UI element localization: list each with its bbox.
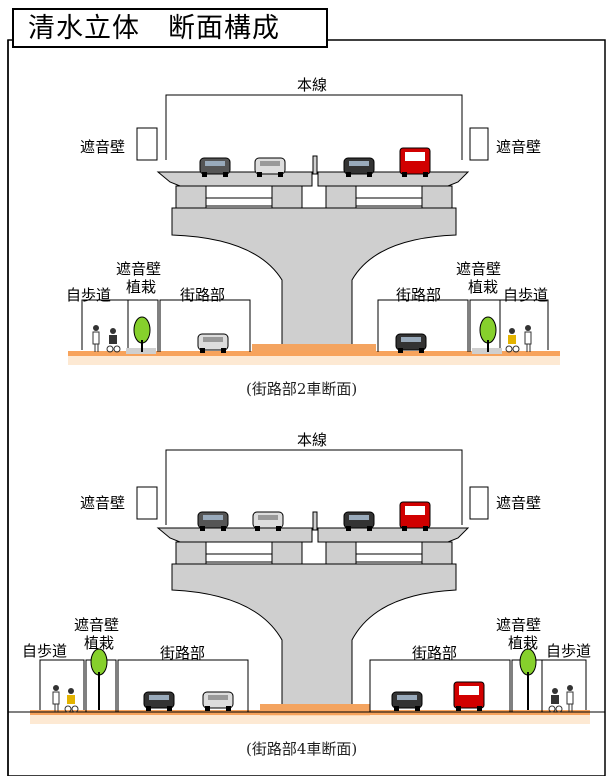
pedestrian-icon: [524, 325, 532, 352]
deck-right: [317, 171, 470, 187]
soundwall-left-mark: [136, 127, 158, 161]
right-road-label-2: 街路部: [412, 644, 458, 662]
right-sidewalk-label-2: 自歩道: [546, 642, 592, 660]
car-icon: [343, 511, 375, 531]
left-soundwall-label-2: 遮音壁: [74, 616, 120, 634]
car-icon: [197, 511, 229, 531]
tree-icon: [90, 648, 108, 710]
cyclist-icon: [548, 688, 563, 713]
deck-left: [156, 171, 313, 187]
left-road-label: 街路部: [180, 286, 226, 304]
tree-icon: [479, 316, 497, 352]
tree-icon: [519, 648, 537, 710]
caption-4-lane: (街路部4車断面): [246, 740, 358, 758]
left-sidewalk-label-2: 自歩道: [22, 642, 68, 660]
soundwall-left-label: 遮音壁: [80, 138, 126, 156]
cyclist-icon: [505, 328, 520, 353]
soundwall-left-label-2: 遮音壁: [80, 494, 126, 512]
pedestrian-icon: [566, 685, 574, 712]
caption-2-lane: (街路部2車断面): [246, 380, 358, 398]
left-soundwall-label: 遮音壁: [116, 260, 162, 278]
car-icon: [395, 333, 427, 353]
soundwall-right-label-2: 遮音壁: [496, 494, 542, 512]
right-road-label: 街路部: [396, 286, 442, 304]
right-sidewalk-label: 自歩道: [503, 286, 549, 304]
tree-icon: [133, 316, 151, 352]
page-title: 清水立体 断面構成: [28, 13, 280, 44]
soundwall-right-label: 遮音壁: [496, 138, 542, 156]
mainline-label: 本線: [297, 76, 328, 94]
left-planting-label: 植栽: [126, 278, 157, 296]
truck-icon: [399, 147, 431, 177]
car-icon: [254, 157, 286, 177]
car-icon: [343, 157, 375, 177]
cyclist-icon: [64, 688, 79, 713]
pedestrian-icon: [92, 325, 100, 352]
right-soundwall-label-2: 遮音壁: [496, 616, 542, 634]
right-planting-label: 植栽: [468, 278, 499, 296]
mainline-label-2: 本線: [297, 431, 328, 449]
truck-icon: [453, 681, 485, 711]
title-box: 清水立体 断面構成: [12, 8, 328, 48]
car-icon: [197, 333, 229, 353]
car-icon: [391, 691, 423, 711]
soundwall-right-mark: [469, 127, 489, 161]
right-soundwall-label: 遮音壁: [456, 260, 502, 278]
car-icon: [252, 511, 284, 531]
right-planting-label-2: 植栽: [508, 634, 539, 652]
truck-icon: [399, 501, 431, 531]
pedestrian-icon: [52, 685, 60, 712]
car-icon: [199, 157, 231, 177]
left-planting-label-2: 植栽: [84, 634, 115, 652]
cyclist-icon: [106, 328, 121, 353]
car-icon: [143, 691, 175, 711]
left-road-label-2: 街路部: [160, 644, 206, 662]
section-4-lane: [8, 449, 605, 724]
left-sidewalk-label: 自歩道: [66, 286, 112, 304]
section-2-lane: [68, 94, 560, 365]
car-icon: [202, 691, 234, 711]
mainline-bracket: [165, 94, 463, 160]
